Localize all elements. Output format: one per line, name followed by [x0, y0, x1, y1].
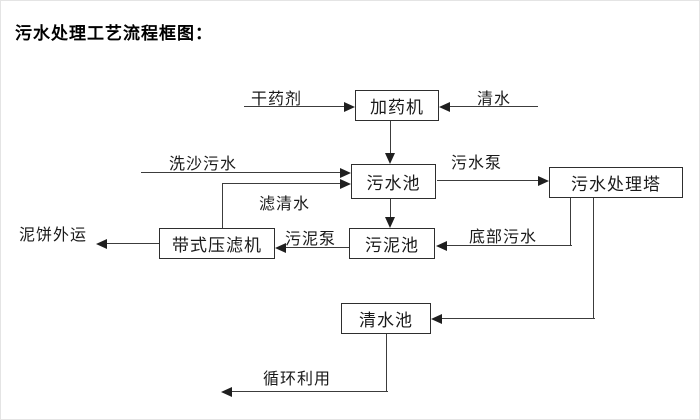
edge-filtered-water-hline [222, 183, 341, 184]
edge-recycling-vline [386, 334, 387, 392]
arrowhead-into-dosing-right [439, 102, 450, 112]
node-belt-filter-press: 带式压滤机 [159, 228, 275, 259]
label-bottom-sewage: 底部污水 [469, 227, 538, 246]
label-sludge-pump: 污泥泵 [285, 229, 337, 248]
edge-sewage-to-sludge-line [390, 199, 391, 218]
edge-tower-to-clean-vline [593, 198, 594, 319]
arrowhead-into-sludge-top [385, 217, 395, 228]
edge-recycling-hline [231, 391, 388, 392]
arrowhead-into-press-right [275, 243, 286, 253]
node-sludge-pool: 污泥池 [349, 228, 435, 259]
arrowhead-recycling-out [221, 387, 232, 397]
label-filtered-water: 滤清水 [259, 194, 311, 213]
node-sewage-pool: 污水池 [351, 164, 436, 199]
label-sand-washing-sewage: 洗沙污水 [169, 154, 238, 173]
arrowhead-into-sewage-left1 [340, 168, 351, 178]
edge-sand-washing-line [141, 172, 341, 173]
arrowhead-mud-cake-out [96, 239, 107, 249]
edge-dosing-to-sewage-line [390, 121, 391, 154]
arrowhead-into-sludge-right [436, 241, 447, 251]
edge-mud-cake-line [106, 243, 159, 244]
arrowhead-into-dosing-left [344, 102, 355, 112]
node-dosing-machine: 加药机 [355, 90, 439, 121]
arrowhead-into-sewage-top [385, 153, 395, 164]
arrowhead-into-clean-right [431, 314, 442, 324]
edge-sewage-pump-line [437, 180, 539, 181]
label-recycling: 循环利用 [263, 369, 332, 388]
node-sewage-treatment-tower: 污水处理塔 [549, 167, 683, 198]
arrowhead-into-tower [538, 176, 549, 186]
label-mud-cake-out: 泥饼外运 [19, 225, 88, 244]
arrowhead-into-sewage-left2 [340, 179, 351, 189]
edge-bottom-sewage-hline [446, 245, 572, 246]
page-title: 污水处理工艺流程框图： [15, 24, 213, 44]
label-clean-water: 清水 [477, 89, 512, 108]
label-dry-chemical: 干药剂 [251, 89, 303, 108]
edge-sludge-pump-line [285, 247, 349, 248]
edge-dry-chemical-line [244, 106, 345, 107]
edge-clean-water-line [450, 106, 538, 107]
edge-bottom-sewage-vline [570, 198, 571, 246]
node-clean-water-pool: 清水池 [341, 303, 431, 334]
edge-filtered-water-vline [222, 184, 223, 228]
edge-tower-to-clean-hline [441, 318, 595, 319]
label-sewage-pump: 污水泵 [451, 153, 503, 172]
